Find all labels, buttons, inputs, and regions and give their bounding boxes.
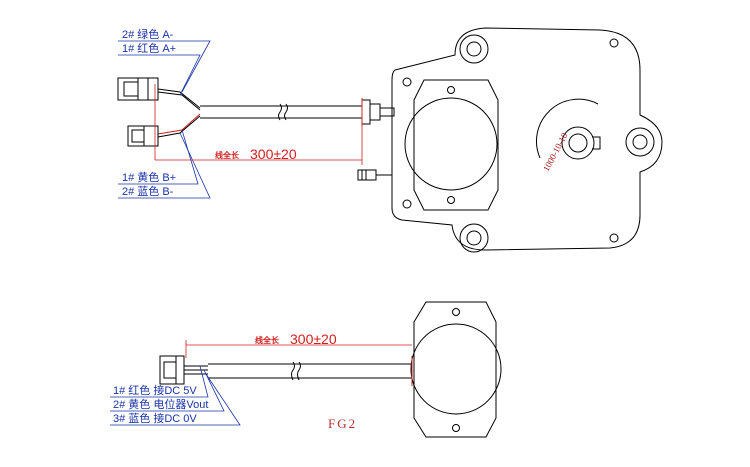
wire-label-green-a-minus: 2# 绿色 A- xyxy=(122,27,174,41)
nozzle xyxy=(357,169,377,181)
dial-arc xyxy=(536,98,599,159)
top-assembly xyxy=(117,27,663,253)
wire-label-red-5v: 1# 红色 接DC 5V xyxy=(113,383,197,397)
top-dimension-value: 300±20 xyxy=(250,146,297,162)
connector-b xyxy=(127,125,159,147)
bottom-dimension-caption: 线全长 xyxy=(255,335,280,345)
top-leader-lines xyxy=(118,40,211,199)
wire-label-red-a-plus: 1# 红色 A+ xyxy=(122,41,176,55)
mount-hole-bottom xyxy=(459,223,489,253)
mount-hole-right xyxy=(625,127,655,157)
figure-label: FG2 xyxy=(328,416,357,431)
wire-label-blue-b-minus: 2# 蓝色 B- xyxy=(122,184,174,198)
actuator-housing xyxy=(391,27,663,251)
top-dimension xyxy=(155,126,363,165)
mount-hole-top xyxy=(459,34,489,64)
bottom-assembly xyxy=(159,301,502,438)
sensor-bracket xyxy=(413,79,499,211)
dial-scale-text: 1000-10-10 xyxy=(541,131,570,173)
sensor-bracket-bottom xyxy=(413,301,497,438)
wire-label-blue-0v: 3# 蓝色 接DC 0V xyxy=(113,411,197,425)
sensor-body-bottom xyxy=(410,323,502,415)
bottom-leader-lines xyxy=(110,340,241,426)
bottom-dimension-value: 300±20 xyxy=(290,331,337,347)
wire-label-yellow-b-plus: 1# 黄色 B+ xyxy=(122,170,176,184)
top-dimension-caption: 线全长 xyxy=(215,150,240,160)
wire-label-yellow-vout: 2# 黄色 电位器Vout xyxy=(113,397,208,411)
sensor-body-top xyxy=(404,97,498,191)
dial-shaft xyxy=(561,126,595,160)
connector-sensor xyxy=(159,355,185,385)
